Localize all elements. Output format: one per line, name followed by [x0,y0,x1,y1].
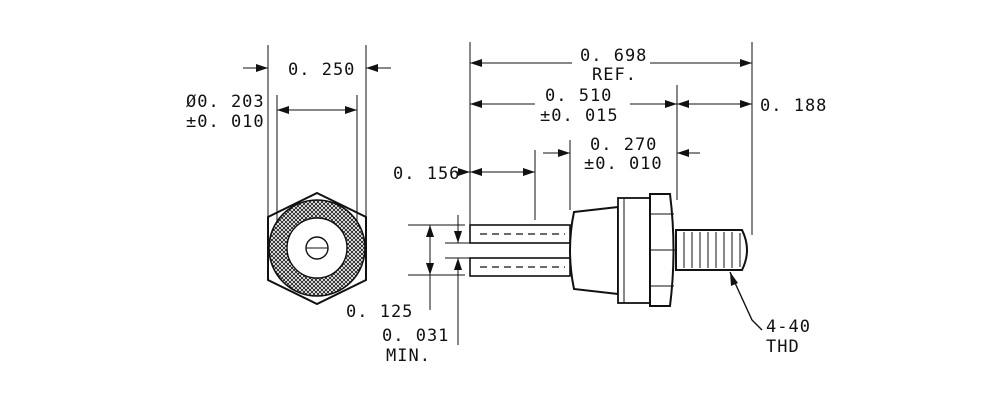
thread-length-label: 0. 188 [760,96,827,116]
shank-length-label: 0. 270 [590,135,657,155]
body-length-label: 0. 510 [545,86,612,106]
bore-dia-label: Ø0. 203 [186,92,265,112]
body-length-dimension: 0. 510 ±0. 015 [470,86,677,126]
overall-length-dimension: 0. 698 REF. [470,46,752,85]
thread-length-dimension: 0. 188 [677,96,827,116]
tine-width-label: 0. 125 [346,302,413,322]
thread-spec-label: 4-40 [766,317,811,337]
thread-type-label: THD [766,337,800,357]
knurled-body-outline [569,205,619,296]
slot-width-dimension: 0. 031 MIN. [382,215,470,366]
shoulder [617,197,651,304]
hex-outline [267,191,367,306]
body-tol-label: ±0. 015 [540,106,619,126]
hex-width-label: 0. 250 [288,60,355,80]
shank-length-dimension: 0. 270 ±0. 010 [543,135,700,174]
slot-min-label: MIN. [386,346,431,366]
overall-length-label: 0. 698 [580,46,647,66]
slot-width-label: 0. 031 [382,326,449,346]
hex-nut [649,193,676,307]
thread-callout: 4-40 THD [729,271,811,357]
hex-width-dimension: 0. 250 [243,60,391,80]
end-view: 0. 250 Ø0. 203 ±0. 010 [186,45,391,306]
tine-length-dimension: 0. 156 [393,164,535,184]
overall-ref-label: REF. [592,65,637,85]
bore-tol-label: ±0. 010 [186,112,265,132]
tine-length-label: 0. 156 [393,164,460,184]
threaded-stud [675,229,748,271]
tine-width-dimension: 0. 125 [346,224,465,322]
side-view: 0. 698 REF. 0. 510 ±0. 015 0. 188 0. 270… [346,42,827,366]
bore-dia-dimension: Ø0. 203 ±0. 010 [186,92,357,132]
tines [469,224,571,277]
shank-tol-label: ±0. 010 [584,154,663,174]
